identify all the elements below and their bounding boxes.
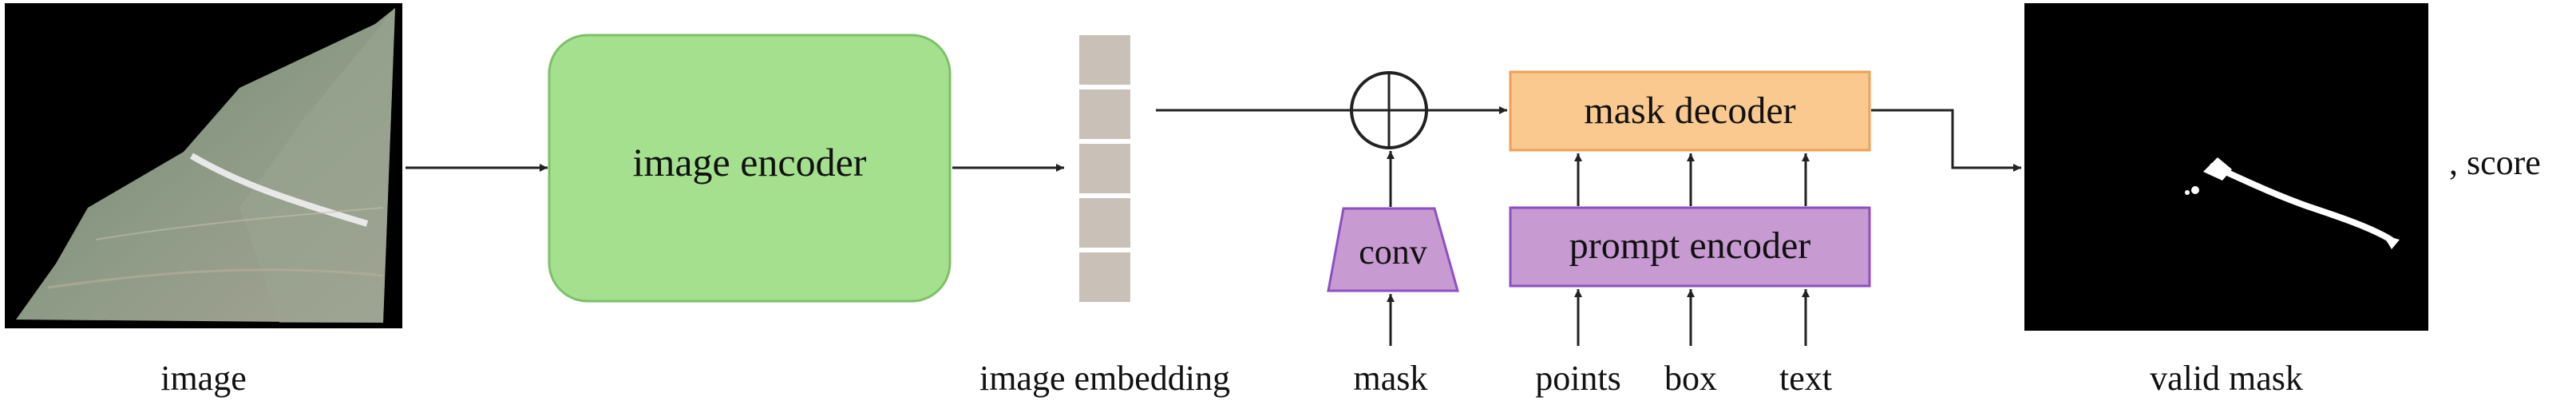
conv-label: conv xyxy=(1359,232,1427,272)
text-label: text xyxy=(1779,359,1832,398)
input-image xyxy=(5,3,402,328)
image-label: image xyxy=(160,359,247,398)
image-embedding-label: image embedding xyxy=(979,359,1230,398)
mask-input-label: mask xyxy=(1354,359,1428,398)
mask-decoder-box xyxy=(1509,70,1871,152)
points-label: points xyxy=(1535,359,1621,398)
image-embedding-stack xyxy=(1079,35,1130,302)
arrow-decoder-to-output xyxy=(1871,109,2021,172)
mask-decoder-label: mask decoder xyxy=(1584,89,1795,132)
prompt-encoder-label: prompt encoder xyxy=(1569,224,1811,267)
valid-mask-image xyxy=(2024,3,2428,331)
embedding-cell xyxy=(1079,35,1130,85)
embedding-cell xyxy=(1079,89,1130,139)
box-label: box xyxy=(1664,359,1717,398)
image-encoder-label: image encoder xyxy=(633,140,867,185)
image-encoder-box xyxy=(548,34,952,303)
embedding-cell xyxy=(1079,198,1130,248)
prompt-encoder-box xyxy=(1509,206,1871,288)
score-label: , score xyxy=(2449,143,2541,182)
embedding-cell xyxy=(1079,252,1130,302)
circle-plus-icon xyxy=(1350,71,1428,149)
conv-block xyxy=(1327,207,1459,292)
embedding-cell xyxy=(1079,144,1130,193)
valid-mask-label: valid mask xyxy=(2150,359,2303,398)
